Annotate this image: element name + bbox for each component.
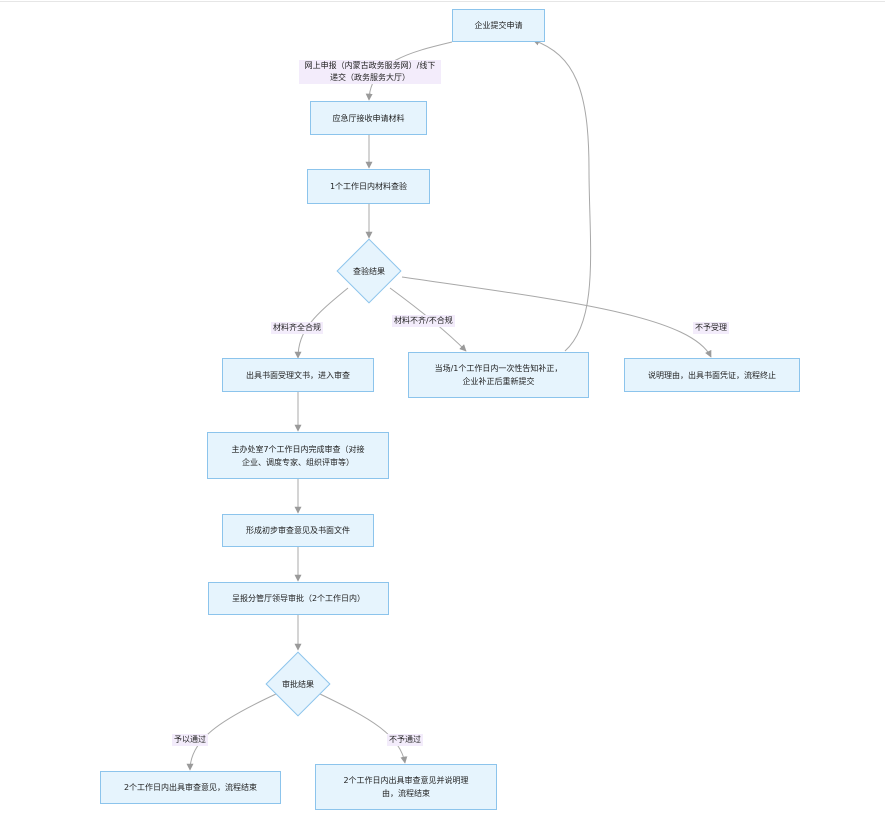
edge-label-incomplete: 材料不齐/不合规 (392, 315, 455, 327)
edge-label-online-offline: 网上申报（内蒙古政务服务网）/线下 递交（政务服务大厅） (299, 60, 441, 84)
node-denied-end: 2个工作日内出具审查意见并说明理 由，流程结束 (315, 764, 497, 810)
node-preliminary-opinion: 形成初步审查意见及书面文件 (222, 514, 374, 547)
node-department-review: 主办处室7个工作日内完成审查（对接 企业、调度专家、组织评审等） (207, 432, 389, 479)
edge-label-not-accepted: 不予受理 (693, 322, 729, 334)
top-divider (0, 1, 885, 2)
node-supplement-notice: 当场/1个工作日内一次性告知补正， 企业补正后重新提交 (408, 352, 589, 398)
node-submit-application: 企业提交申请 (452, 9, 545, 42)
node-check-result-label: 查验结果 (353, 266, 385, 276)
edge-label-approve: 予以通过 (172, 734, 208, 746)
node-reject-terminate: 说明理由，出具书面凭证，流程终止 (624, 358, 800, 392)
node-approval-result-label: 审批结果 (282, 679, 314, 689)
node-approved-end: 2个工作日内出具审查意见，流程结束 (100, 771, 281, 804)
edge-result-to-approved (186, 693, 277, 771)
edge-result-to-reject (401, 276, 712, 358)
edge-label-not-approve: 不予通过 (387, 734, 423, 746)
node-material-check: 1个工作日内材料查验 (307, 169, 430, 204)
edge-supplement-back-to-submit (532, 38, 592, 352)
edge-label-complete: 材料齐全合规 (271, 322, 323, 334)
node-accept-document: 出具书面受理文书，进入审查 (222, 358, 374, 392)
node-receive-materials: 应急厅接收申请材料 (310, 101, 427, 135)
node-leader-approval: 呈报分管厅领导审批（2个工作日内） (208, 582, 389, 615)
edge-result-to-denied (319, 693, 408, 764)
